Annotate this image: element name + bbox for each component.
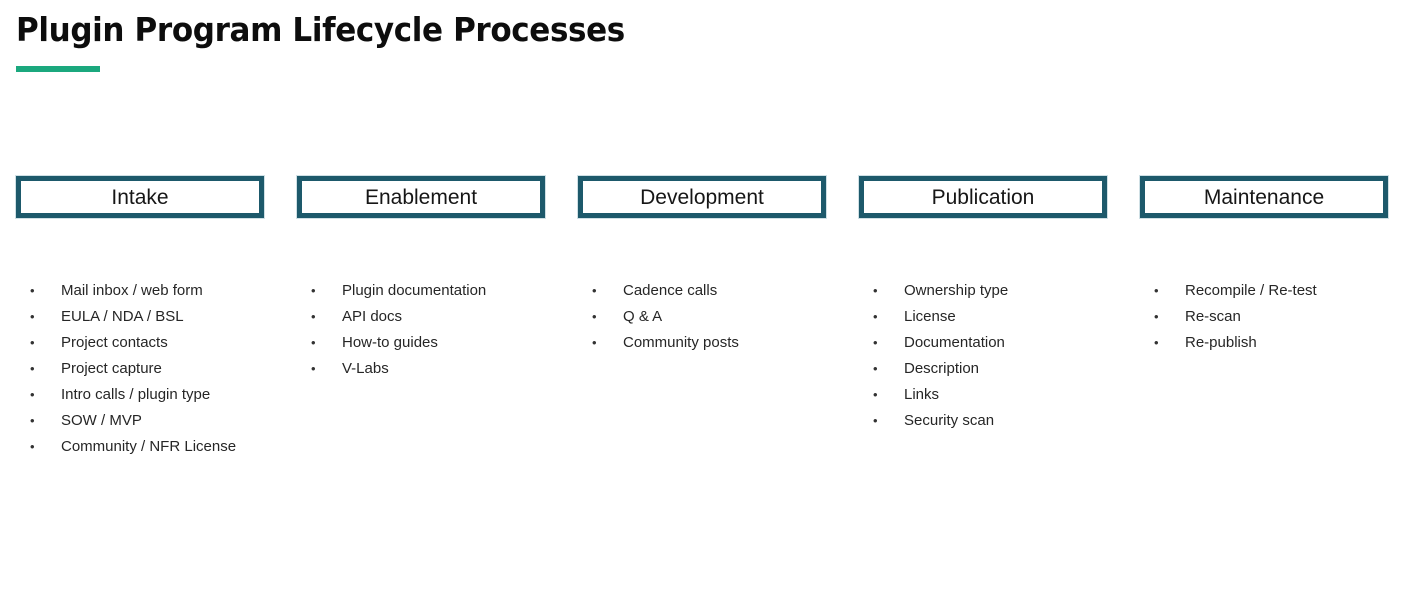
bullet-icon: •	[30, 413, 35, 428]
list-item: • Documentation	[859, 330, 1107, 356]
phase-title-development: Development	[640, 185, 764, 209]
list-item-label: Security scan	[904, 412, 995, 429]
phase-items-enablement: • Plugin documentation • API docs • How-…	[297, 278, 545, 382]
bullet-icon: •	[873, 361, 878, 376]
phase-box-development[interactable]: Development	[578, 176, 826, 218]
list-item: • Re-publish	[1140, 330, 1388, 356]
phase-title-intake: Intake	[111, 185, 169, 209]
list-item: • Description	[859, 356, 1107, 382]
list-item-label: Plugin documentation	[342, 282, 487, 299]
bullet-icon: •	[311, 309, 316, 324]
list-item: • EULA / NDA / BSL	[16, 304, 264, 330]
list-item: • Ownership type	[859, 278, 1107, 304]
list-item-label: Mail inbox / web form	[61, 282, 203, 299]
bullet-icon: •	[30, 283, 35, 298]
list-item: • Cadence calls	[578, 278, 826, 304]
bullet-icon: •	[873, 413, 878, 428]
list-item: • How-to guides	[297, 330, 545, 356]
bullet-icon: •	[1154, 335, 1159, 350]
phase-box-inner: Maintenance	[1145, 181, 1383, 213]
list-item: • SOW / MVP	[16, 408, 264, 434]
phase-items-intake: • Mail inbox / web form • EULA / NDA / B…	[16, 278, 264, 460]
bullet-icon: •	[1154, 309, 1159, 324]
bullet-icon: •	[873, 283, 878, 298]
phase-box-inner: Intake	[21, 181, 259, 213]
bullet-icon: •	[311, 283, 316, 298]
page-title: Plugin Program Lifecycle Processes	[16, 10, 625, 49]
phase-title-enablement: Enablement	[364, 185, 478, 209]
list-item: • Project contacts	[16, 330, 264, 356]
phase-items-development: • Cadence calls • Q & A • Community post…	[578, 278, 826, 356]
phase-title-publication: Publication	[931, 185, 1035, 209]
list-item-label: Documentation	[904, 334, 1005, 351]
phase-box-enablement[interactable]: Enablement	[297, 176, 545, 218]
list-item: • License	[859, 304, 1107, 330]
list-item-label: Community posts	[623, 334, 739, 351]
phase-box-inner: Publication	[864, 181, 1102, 213]
list-item: • API docs	[297, 304, 545, 330]
bullet-icon: •	[592, 309, 597, 324]
bullet-icon: •	[592, 335, 597, 350]
bullet-icon: •	[30, 309, 35, 324]
list-item-label: API docs	[342, 308, 403, 325]
list-item-label: Recompile / Re-test	[1185, 282, 1317, 299]
list-item-label: Q & A	[623, 308, 663, 325]
list-item: • Links	[859, 382, 1107, 408]
list-item-label: Project contacts	[61, 334, 168, 351]
bullet-icon: •	[30, 361, 35, 376]
phase-column-publication: Publication • Ownership type • License •…	[859, 176, 1107, 460]
list-item: • Community / NFR License	[16, 434, 264, 460]
bullet-icon: •	[311, 361, 316, 376]
phase-box-intake[interactable]: Intake	[16, 176, 264, 218]
phase-column-intake: Intake • Mail inbox / web form • EULA / …	[16, 176, 264, 460]
bullet-icon: •	[30, 335, 35, 350]
list-item-label: Links	[904, 386, 940, 403]
phase-box-maintenance[interactable]: Maintenance	[1140, 176, 1388, 218]
list-item-label: SOW / MVP	[61, 412, 142, 429]
title-accent-bar	[16, 66, 100, 72]
lifecycle-phase-columns: Intake • Mail inbox / web form • EULA / …	[16, 176, 1411, 460]
list-item: • Security scan	[859, 408, 1107, 434]
phase-column-development: Development • Cadence calls • Q & A • Co…	[578, 176, 826, 460]
bullet-icon: •	[873, 335, 878, 350]
list-item-label: V-Labs	[342, 360, 389, 377]
list-item: • Community posts	[578, 330, 826, 356]
phase-items-maintenance: • Recompile / Re-test • Re-scan • Re-pub…	[1140, 278, 1388, 356]
list-item: • Re-scan	[1140, 304, 1388, 330]
list-item-label: Cadence calls	[623, 282, 718, 299]
bullet-icon: •	[873, 387, 878, 402]
list-item-label: Re-scan	[1185, 308, 1241, 325]
phase-box-inner: Development	[583, 181, 821, 213]
bullet-icon: •	[311, 335, 316, 350]
list-item: • Q & A	[578, 304, 826, 330]
title-block: Plugin Program Lifecycle Processes	[16, 10, 664, 72]
list-item-label: Project capture	[61, 360, 162, 377]
phase-items-publication: • Ownership type • License • Documentati…	[859, 278, 1107, 434]
phase-title-maintenance: Maintenance	[1203, 185, 1325, 209]
phase-column-enablement: Enablement • Plugin documentation • API …	[297, 176, 545, 460]
list-item-label: License	[904, 308, 956, 325]
list-item: • Plugin documentation	[297, 278, 545, 304]
list-item-label: Community / NFR License	[61, 438, 237, 455]
list-item: • Mail inbox / web form	[16, 278, 264, 304]
list-item: • Recompile / Re-test	[1140, 278, 1388, 304]
list-item: • Intro calls / plugin type	[16, 382, 264, 408]
phase-column-maintenance: Maintenance • Recompile / Re-test • Re-s…	[1140, 176, 1388, 460]
list-item-label: How-to guides	[342, 334, 438, 351]
list-item-label: Ownership type	[904, 282, 1009, 299]
list-item-label: EULA / NDA / BSL	[61, 308, 184, 325]
list-item: • Project capture	[16, 356, 264, 382]
phase-box-publication[interactable]: Publication	[859, 176, 1107, 218]
list-item-label: Description	[904, 360, 980, 377]
bullet-icon: •	[873, 309, 878, 324]
list-item-label: Re-publish	[1185, 334, 1257, 351]
list-item-label: Intro calls / plugin type	[61, 386, 211, 403]
bullet-icon: •	[30, 439, 35, 454]
bullet-icon: •	[30, 387, 35, 402]
bullet-icon: •	[592, 283, 597, 298]
phase-box-inner: Enablement	[302, 181, 540, 213]
list-item: • V-Labs	[297, 356, 545, 382]
bullet-icon: •	[1154, 283, 1159, 298]
